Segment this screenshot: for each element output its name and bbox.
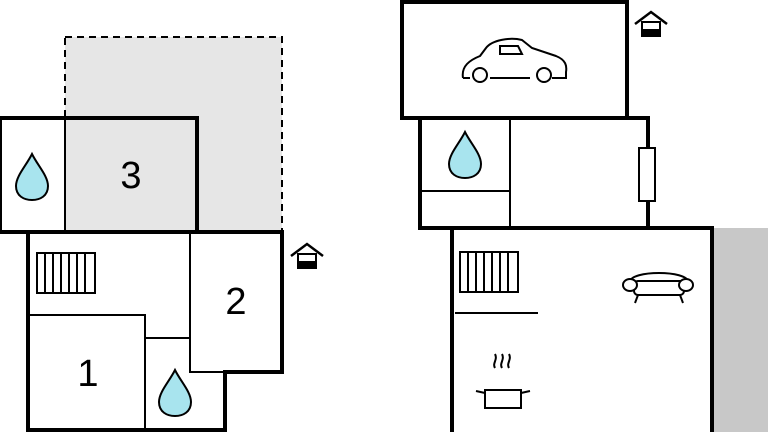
- window-icon: [638, 147, 656, 202]
- car-icon: [461, 37, 568, 83]
- radiator-icon: [36, 252, 96, 294]
- cooking-pot-icon: [475, 353, 531, 409]
- room-label-1: 1: [77, 353, 98, 395]
- entrance-icon: [633, 10, 669, 38]
- terrace-area: [64, 36, 283, 233]
- sofa-icon: [622, 272, 694, 304]
- terrace-area: [712, 228, 768, 432]
- room-label-2: 2: [225, 281, 246, 323]
- lower-block: [450, 226, 714, 432]
- left-floor: 3 2 1: [0, 36, 325, 432]
- radiator-icon: [459, 251, 519, 293]
- room-1-wall: [30, 314, 146, 430]
- room-2-wall: [189, 232, 225, 373]
- garage: [400, 0, 629, 120]
- water-drop-icon: [158, 369, 192, 417]
- water-drop-icon: [15, 153, 49, 201]
- right-floor: [400, 0, 768, 432]
- water-drop-icon: [448, 131, 482, 179]
- room-label-3: 3: [120, 155, 141, 197]
- entrance-icon: [289, 242, 325, 270]
